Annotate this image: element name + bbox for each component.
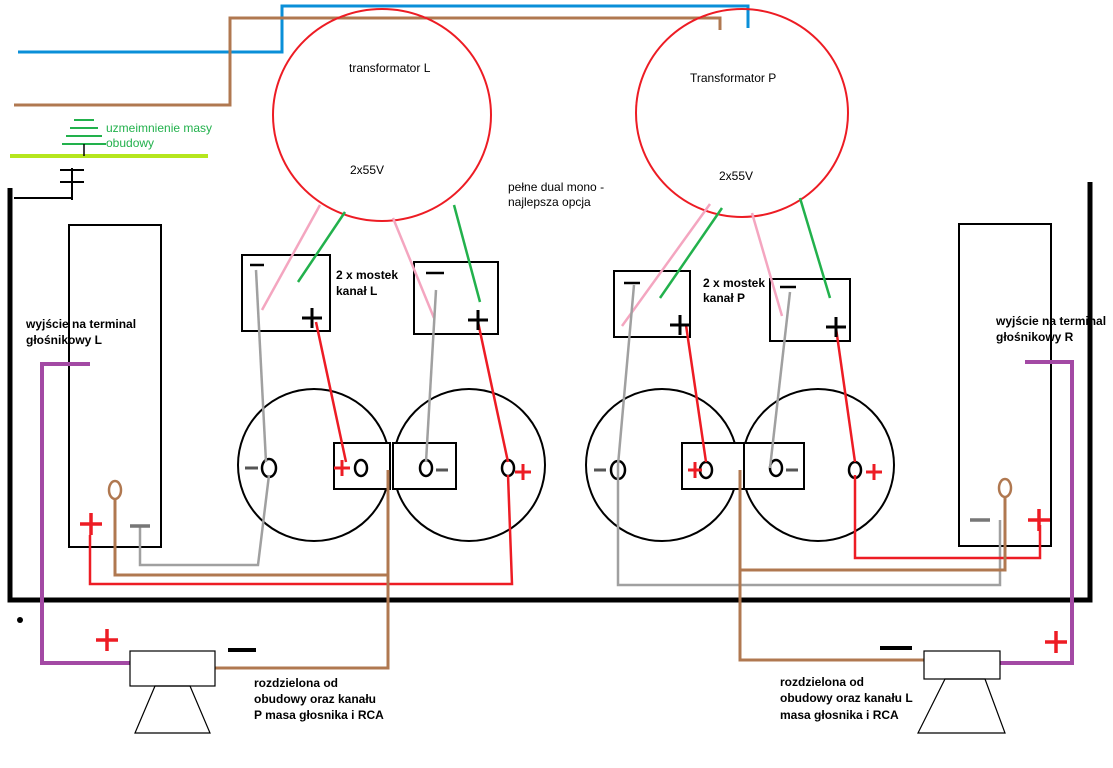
note-right-line1: rozdzielona od [780,675,864,689]
note-right-line2: obudowy oraz kanału L [780,691,913,705]
bridge-rectifier-l1 [241,254,331,332]
note-left-line1: rozdzielona od [254,676,338,690]
output-left-label-line2: głośnikowy L [26,333,102,347]
output-right-label-line1: wyjście na terminal [995,314,1106,328]
polarity-marks [80,263,1067,653]
red-wires [88,321,1042,586]
transformer-left [272,8,492,222]
transformer-right-label: Transformator P [690,71,776,85]
ground-symbol [10,119,208,200]
purple-wires [40,360,1074,665]
bridge-rectifier-p1 [613,270,691,338]
output-left-label-line1: wyjście na terminal [25,317,136,331]
brown-wires [113,470,1007,670]
dual-mono-line2: najlepsza opcja [508,195,591,209]
bridge-p-label-line2: kanał P [703,291,745,305]
dual-mono-line1: pełne dual mono - [508,180,604,194]
output-right-label-line2: głośnikowy R [996,330,1074,344]
gray-wires [138,269,1002,587]
bridge-l-label-line2: kanał L [336,284,377,298]
note-right-line3: masa głosnika i RCA [780,708,899,722]
mains-wiring [14,4,750,107]
transformer-right-voltage: 2x55V [719,169,753,183]
speaker-right [917,650,1006,734]
note-left-line2: obudowy oraz kanału [254,692,376,706]
note-left-line3: P masa głosnika i RCA [254,708,384,722]
bridge-rectifier-p2 [769,278,851,342]
ground-label-line1: uzmeimnienie masy [106,121,212,135]
secondary-wires [260,197,832,327]
ground-label-line2: obudowy [106,136,154,150]
transformer-right [635,8,849,218]
capacitor-terminals [107,457,1013,501]
chassis [7,182,1093,603]
chassis-dot [17,617,23,623]
transformer-left-label: transformator L [349,61,431,75]
transformer-left-voltage: 2x55V [350,163,384,177]
bridge-l-label-line1: 2 x mostek [336,268,398,282]
speaker-left [129,650,216,734]
bridge-p-label-line1: 2 x mostek [703,276,765,290]
bridge-rectifier-l2 [413,261,499,335]
